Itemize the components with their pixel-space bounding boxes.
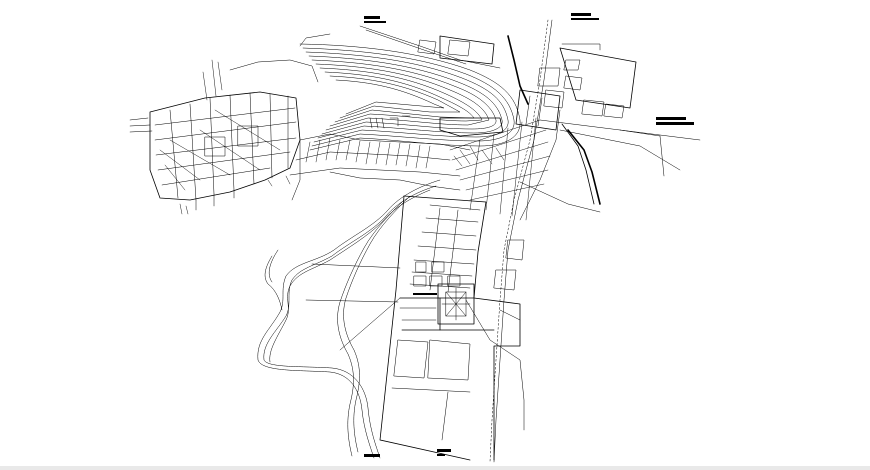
label-block-right: [656, 117, 694, 125]
railway-line: [489, 19, 553, 463]
northeast-district: [417, 35, 701, 177]
valley-contours: [257, 179, 441, 459]
label-block-top: [364, 16, 386, 23]
label-block-middle: [413, 293, 437, 295]
label-block-bottom: [364, 449, 451, 457]
west-town-grid: [129, 59, 319, 211]
label-block-top-right: [571, 13, 599, 20]
south-city-grid: [305, 195, 521, 461]
ridge-contours: [299, 25, 521, 151]
misc-linework: [179, 139, 525, 431]
footer-band: [0, 466, 870, 470]
main-roads: [507, 35, 601, 213]
slope-hatching: [289, 133, 471, 191]
downtown-blocks: [449, 89, 561, 291]
